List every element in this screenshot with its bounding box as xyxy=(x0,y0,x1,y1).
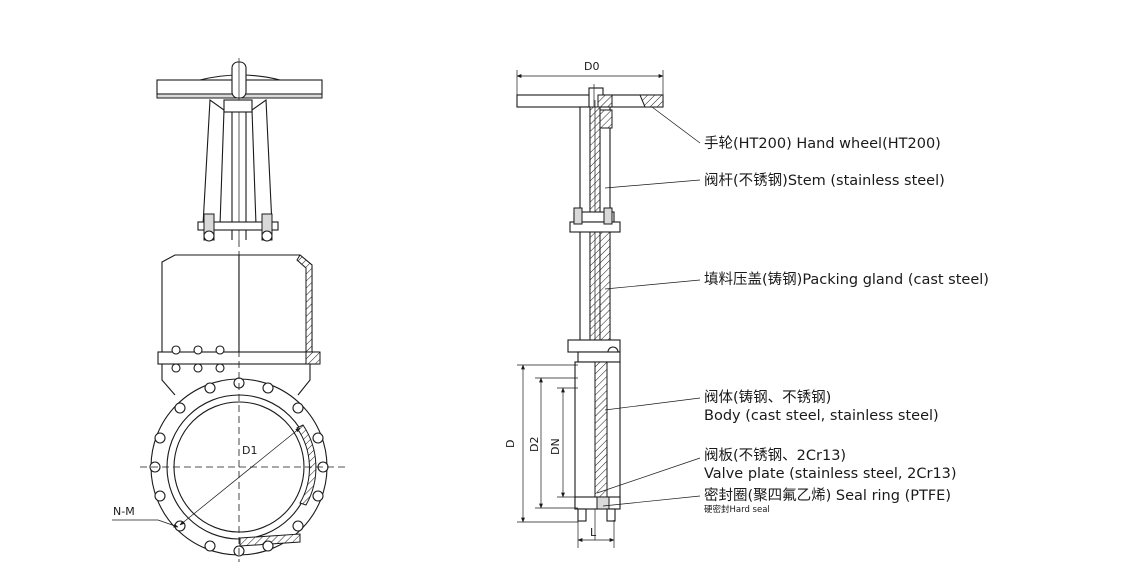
dim-d2: D2 xyxy=(528,437,541,452)
label-stem: 阀杆(不锈钢)Stem (stainless steel) xyxy=(704,172,945,189)
side-dimensions: D D2 DN L xyxy=(504,364,615,548)
side-hand-wheel xyxy=(516,84,664,109)
dim-d: D xyxy=(504,440,517,448)
front-hand-wheel xyxy=(156,58,323,105)
label-hard-seal: 硬密封Hard seal xyxy=(704,504,770,515)
dim-nm: N-M xyxy=(113,505,135,518)
label-seal: 密封圈(聚四氟乙烯) Seal ring (PTFE) xyxy=(704,487,951,504)
dim-d0: D0 xyxy=(584,60,599,73)
dim-dn: DN xyxy=(549,438,562,455)
label-body-cn: 阀体(铸钢、不锈钢) xyxy=(704,389,831,406)
dim-l: L xyxy=(590,526,597,539)
label-plate-en: Valve plate (stainless steel, 2Cr13) xyxy=(704,466,957,482)
front-packing-bolts xyxy=(197,213,279,242)
side-body-flange xyxy=(567,339,621,522)
dim-d1: D1 xyxy=(242,444,257,457)
label-body-en: Body (cast steel, stainless steel) xyxy=(704,408,939,424)
front-view: D1 N-M xyxy=(112,58,345,562)
leaders xyxy=(596,106,701,507)
label-plate-cn: 阀板(不锈钢、2Cr13) xyxy=(704,446,846,464)
callout-labels: 手轮(HT200) Hand wheel(HT200) 阀杆(不锈钢)Stem … xyxy=(704,135,989,515)
label-hand-wheel: 手轮(HT200) Hand wheel(HT200) xyxy=(704,135,941,152)
front-flange-bolts xyxy=(171,345,225,373)
front-bonnet xyxy=(157,254,321,396)
side-view: D0 xyxy=(504,60,701,548)
label-packing-gland: 填料压盖(铸钢)Packing gland (cast steel) xyxy=(704,271,989,288)
